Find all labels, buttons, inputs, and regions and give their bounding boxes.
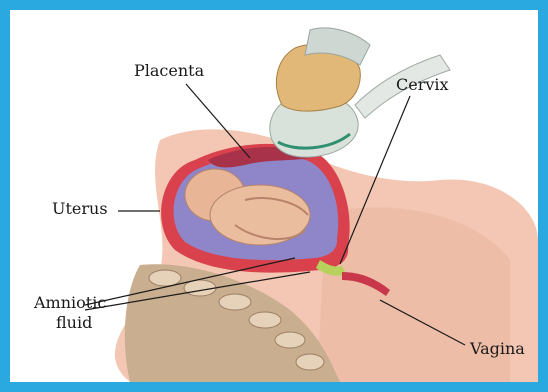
illustration-area: Placenta Cervix Uterus Amniotic fluid Va…	[10, 10, 538, 382]
label-vagina: Vagina	[470, 340, 525, 358]
label-amniotic-fluid-line2: fluid	[56, 314, 92, 332]
label-placenta: Placenta	[134, 62, 204, 80]
label-uterus: Uterus	[52, 200, 108, 218]
hand	[276, 28, 370, 111]
label-cervix: Cervix	[396, 76, 449, 94]
label-amniotic-fluid-line1: Amniotic	[34, 294, 106, 312]
